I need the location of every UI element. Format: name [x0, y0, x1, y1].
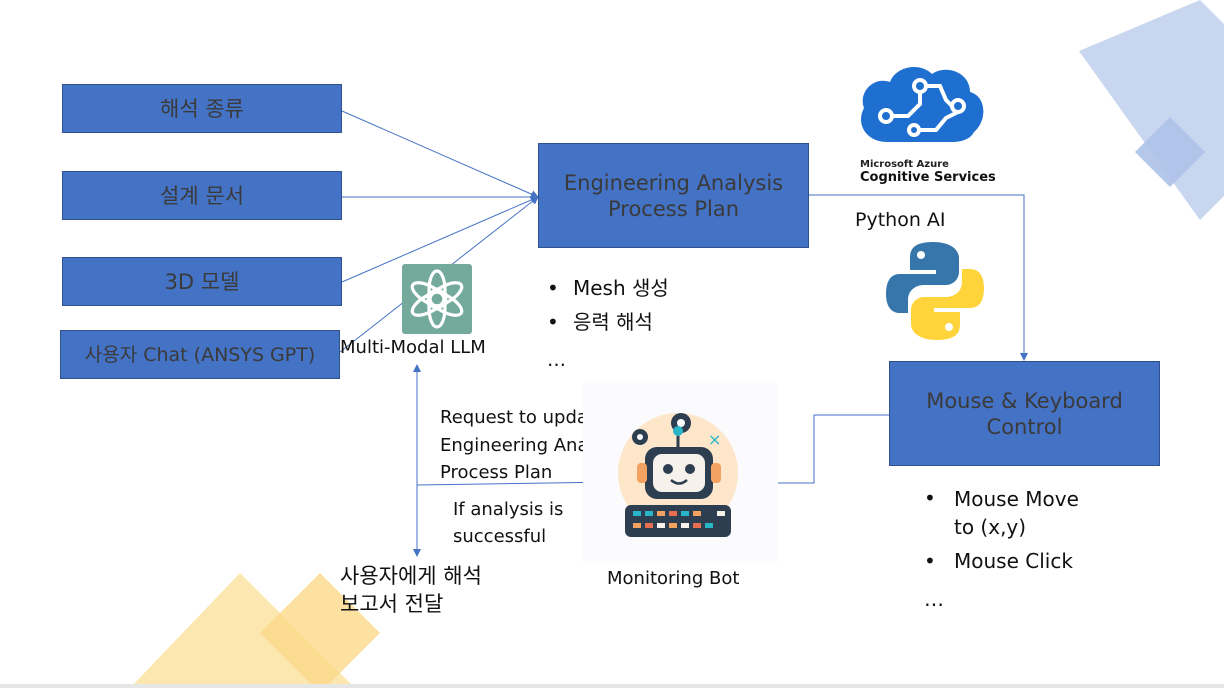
control-ellipsis: …: [924, 587, 944, 611]
input-box-user-chat: 사용자 Chat (ANSYS GPT): [60, 330, 340, 379]
mouse-keyboard-control-box: Mouse & Keyboard Control: [889, 361, 1160, 466]
plan-steps-list: Mesh 생성 응력 해석: [543, 271, 669, 339]
control-title-line1: Mouse & Keyboard: [926, 388, 1123, 413]
control-title-line2: Control: [986, 414, 1063, 439]
monitoring-bot-label: Monitoring Bot: [607, 568, 740, 589]
multimodal-llm-label: Multi-Modal LLM: [340, 337, 486, 358]
input-box-3d-model: 3D 모델: [62, 257, 342, 306]
control-bullet-2: •: [924, 549, 936, 573]
request-line1: Request to update: [440, 407, 607, 428]
process-plan-box: Engineering Analysis Process Plan: [538, 143, 809, 248]
deco-yellow-diamond-small: [260, 573, 380, 688]
connector-plan-to-control: [809, 194, 1028, 361]
control-bullet-1: •: [924, 486, 936, 510]
azure-logo-line2: Cognitive Services: [860, 170, 996, 185]
deco-blue-diamond-small: [1135, 117, 1205, 187]
control-action-2: Mouse Click: [954, 549, 1073, 573]
bottom-border: [0, 684, 1224, 688]
report-delivery-label: 사용자에게 해석 보고서 전달: [340, 562, 482, 618]
azure-logo-line1: Microsoft Azure: [860, 159, 949, 170]
plan-steps-ellipsis: …: [547, 349, 566, 371]
input-label: 사용자 Chat (ANSYS GPT): [84, 343, 316, 366]
success-line1: If analysis is: [453, 499, 564, 520]
request-update-label: Request to update Engineering Analysis P…: [440, 404, 628, 487]
control-action-1: Mouse Move to (x,y): [954, 487, 1079, 539]
connector-bot-to-feedback: [416, 481, 615, 486]
report-line2: 보고서 전달: [340, 592, 444, 616]
input-box-design-docs: 설계 문서: [62, 171, 342, 220]
connector-model-to-plan: [341, 196, 539, 283]
input-box-analysis-type: 해석 종류: [62, 84, 342, 133]
azure-cognitive-services-logo: Microsoft Azure Cognitive Services: [850, 56, 996, 190]
svg-text:×: ×: [708, 430, 721, 449]
request-line2: Engineering Analysis: [440, 434, 628, 456]
success-condition-label: If analysis is successful: [453, 496, 563, 550]
connector-type-to-plan: [341, 110, 539, 198]
monitoring-bot-image: ×: [583, 383, 778, 563]
process-plan-title-line1: Engineering Analysis: [563, 170, 784, 195]
report-line1: 사용자에게 해석: [340, 564, 482, 588]
list-item: Mesh 생성: [543, 271, 669, 305]
input-label: 해석 종류: [160, 96, 244, 121]
python-ai-label: Python AI: [855, 209, 946, 231]
list-item: 응력 해석: [543, 305, 669, 339]
success-line2: successful: [453, 526, 547, 547]
openai-logo-icon: [402, 264, 472, 334]
process-plan-title-line2: Process Plan: [607, 196, 739, 221]
request-line3: Process Plan: [440, 462, 553, 483]
cloud-brain-icon: [861, 67, 984, 142]
input-label: 3D 모델: [164, 269, 240, 294]
python-logo-icon: [880, 236, 990, 346]
input-label: 설계 문서: [160, 183, 244, 208]
